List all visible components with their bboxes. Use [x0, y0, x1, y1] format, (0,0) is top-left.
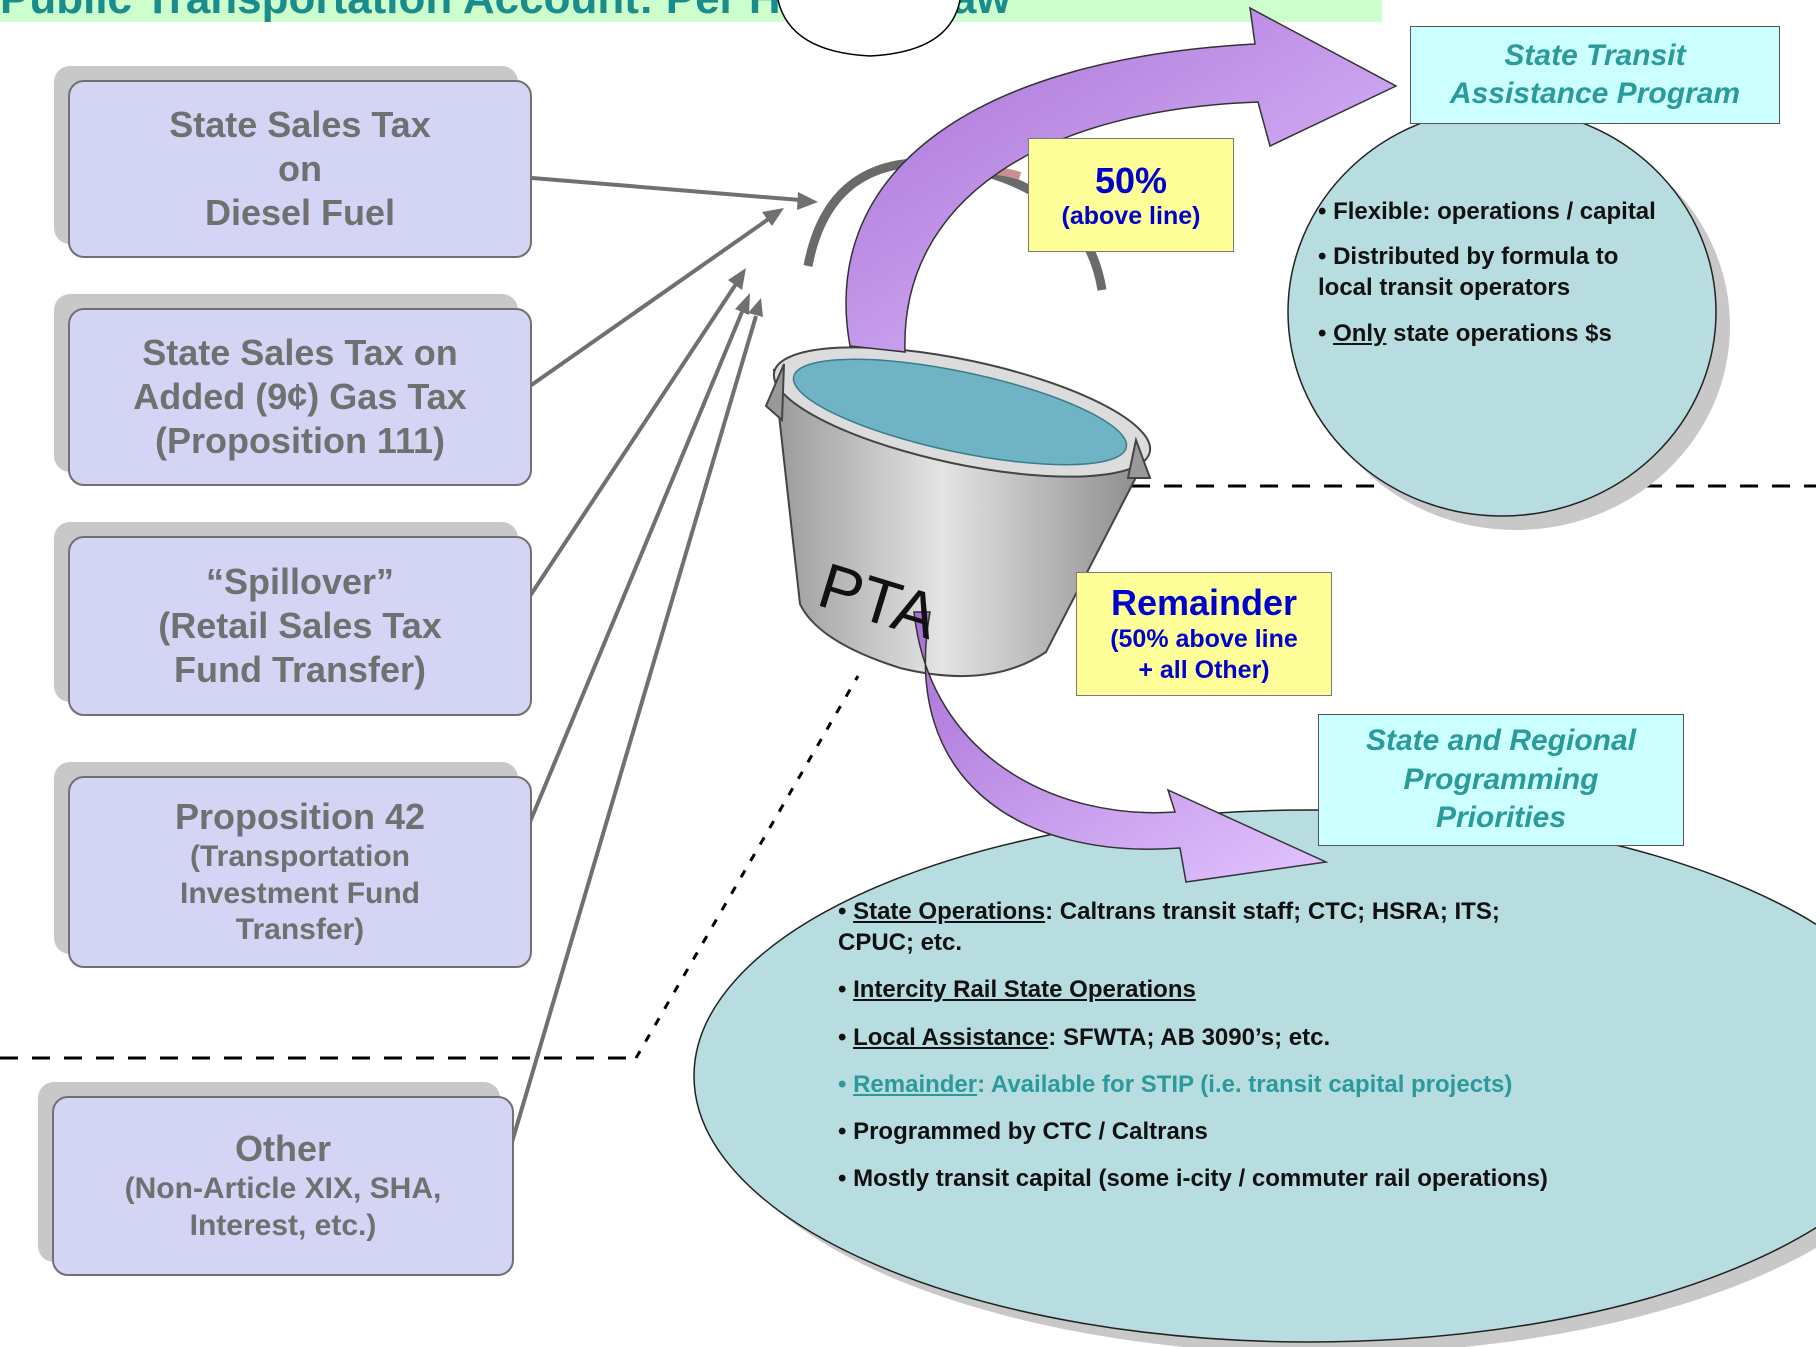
bullet-underlined: Only — [1333, 319, 1387, 347]
arrow-prop42 — [528, 311, 744, 823]
source-other-title: Other — [234, 1128, 331, 1170]
source-prop42-title: Proposition 42 — [174, 796, 426, 838]
source-prop42-text: (Transportation Investment Fund Transfer… — [179, 840, 420, 947]
bullet-dot: • — [1318, 198, 1334, 225]
bullet-underlined: State Operations — [853, 898, 1046, 925]
source-spillover-text: “Spillover” (Retail Sales Tax Fund Trans… — [158, 561, 442, 690]
bullet-text: Programmed by CTC / Caltrans — [853, 1117, 1208, 1145]
source-prop42: Proposition 42 (Transportation Investmen… — [68, 776, 532, 968]
source-gas-tax: State Sales Tax on Added (9¢) Gas Tax (P… — [68, 308, 532, 486]
bullet-text: Distributed by formula to local transit … — [1318, 243, 1619, 302]
source-gas-tax-text: State Sales Tax on Added (9¢) Gas Tax (P… — [133, 332, 467, 461]
bullet-dot: • — [838, 1023, 854, 1051]
bullet-text: state operations $s — [1386, 319, 1612, 347]
stap-bullet: • Flexible: operations / capital — [1318, 196, 1718, 227]
callout-50-percent: 50% (above line) — [1028, 138, 1234, 252]
bullet-text: Flexible: operations / capital — [1333, 198, 1656, 225]
bullet-dot: • — [838, 1165, 854, 1193]
page-title: Public Transportation Account: Per Histo… — [0, 0, 1011, 22]
callout-50-percent-note: (above line) — [1061, 201, 1201, 230]
srpp-label: State and Regional Programming Prioritie… — [1318, 714, 1684, 846]
bullet-underlined: Intercity Rail State Operations — [853, 976, 1196, 1004]
bullet-text: Mostly transit capital (some i-city / co… — [853, 1165, 1548, 1193]
bullet-dot: • — [838, 976, 854, 1004]
arrowhead-other — [748, 298, 763, 317]
pta-bucket — [764, 158, 1152, 678]
dotted-divider-diagonal — [634, 675, 860, 1059]
callout-remainder: Remainder (50% above line + all Other) — [1076, 572, 1332, 696]
source-other-text: (Non-Article XIX, SHA, Interest, etc.) — [124, 1172, 442, 1242]
source-spillover: “Spillover” (Retail Sales Tax Fund Trans… — [68, 536, 532, 716]
srpp-ellipse — [693, 809, 1816, 1343]
top-oval-outline — [777, 0, 961, 57]
callout-remainder-title: Remainder — [1110, 581, 1298, 623]
srpp-bullets: • State Operations: Caltrans transit sta… — [838, 896, 1738, 1194]
arrow-to-stap — [845, 6, 1398, 353]
bullet-text: : Caltrans transit staff; CTC; HSRA; ITS… — [838, 898, 1500, 957]
stap-bullet: • Only state operations $s — [1318, 318, 1718, 349]
arrowhead-diesel — [797, 192, 818, 210]
arrowhead-gas-tax — [762, 208, 784, 226]
srpp-bullet-remainder: • Remainder: Available for STIP (i.e. tr… — [838, 1069, 1738, 1100]
source-diesel-tax-text: State Sales Tax on Diesel Fuel — [169, 104, 431, 233]
bucket-rim-right — [1126, 436, 1152, 479]
stap-bullet: • Distributed by formula to local transi… — [1318, 241, 1718, 303]
arrowhead-spillover — [728, 268, 746, 290]
bullet-text: : SFWTA; AB 3090’s; etc. — [1048, 1023, 1331, 1051]
bullet-underlined: Remainder — [853, 1070, 978, 1098]
bucket-water — [792, 358, 1128, 466]
bullet-dot: • — [838, 1117, 854, 1145]
title-banner: Public Transportation Account: Per Histo… — [0, 0, 1382, 22]
stap-bullets: • Flexible: operations / capital • Distr… — [1318, 196, 1718, 349]
bullet-underlined: Local Assistance — [853, 1023, 1049, 1051]
bucket-rim-left — [764, 363, 785, 423]
arrow-spillover — [528, 282, 738, 598]
srpp-bullet: • State Operations: Caltrans transit sta… — [838, 896, 1738, 958]
stap-label: State Transit Assistance Program — [1410, 26, 1780, 124]
arrow-diesel — [531, 176, 801, 202]
arrow-other — [510, 315, 758, 1143]
bullet-dot: • — [838, 898, 854, 925]
callout-remainder-note: (50% above line + all Other) — [1110, 624, 1298, 684]
arrow-gas-tax — [528, 216, 772, 388]
callout-50-percent-value: 50% — [1094, 159, 1168, 201]
arrow-to-srpp — [913, 611, 1329, 883]
source-diesel-tax: State Sales Tax on Diesel Fuel — [68, 80, 532, 258]
arrowhead-prop42 — [735, 293, 750, 315]
bullet-dot: • — [838, 1070, 854, 1098]
bullet-dot: • — [1318, 319, 1334, 347]
srpp-bullet: • Intercity Rail State Operations — [838, 974, 1738, 1005]
srpp-bullet: • Local Assistance: SFWTA; AB 3090’s; et… — [838, 1022, 1738, 1053]
bullet-text: : Available for STIP (i.e. transit capit… — [977, 1070, 1513, 1098]
source-other: Other (Non-Article XIX, SHA, Interest, e… — [52, 1096, 514, 1276]
srpp-bullet: • Mostly transit capital (some i-city / … — [838, 1163, 1738, 1194]
input-arrows — [510, 176, 801, 1143]
srpp-bullet: • Programmed by CTC / Caltrans — [838, 1116, 1738, 1147]
bullet-dot: • — [1318, 243, 1334, 271]
